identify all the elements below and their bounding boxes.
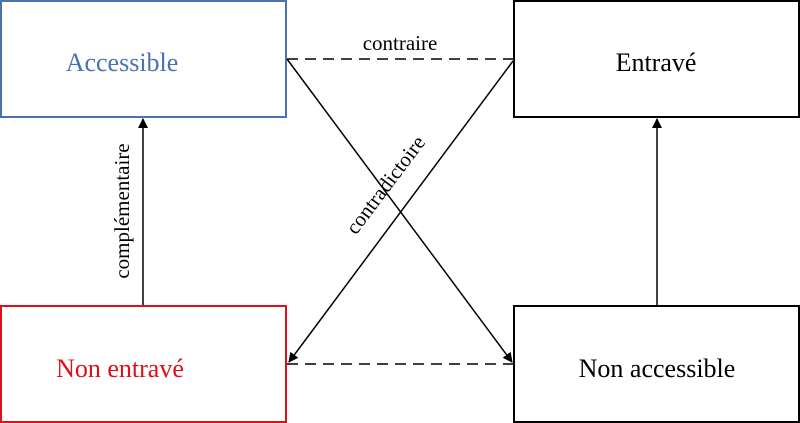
non-accessible-label: Non accessible [579,354,736,383]
entrave-box [513,0,800,118]
contraire-label: contraire [363,31,438,55]
accessible-box [0,0,287,118]
entrave-label: Entravé [616,48,697,77]
non-entrave-box [0,305,287,423]
non-accessible-box [513,305,800,423]
diagonal-entrave-to-non-entrave [288,60,514,363]
diagonal-accessible-to-non-accessible [286,58,513,363]
contradictoire-label: contradictoire [341,131,430,239]
accessible-label: Accessible [66,48,179,77]
non-entrave-label: Non entravé [56,354,184,383]
complementaire-label: complémentaire [110,143,134,278]
